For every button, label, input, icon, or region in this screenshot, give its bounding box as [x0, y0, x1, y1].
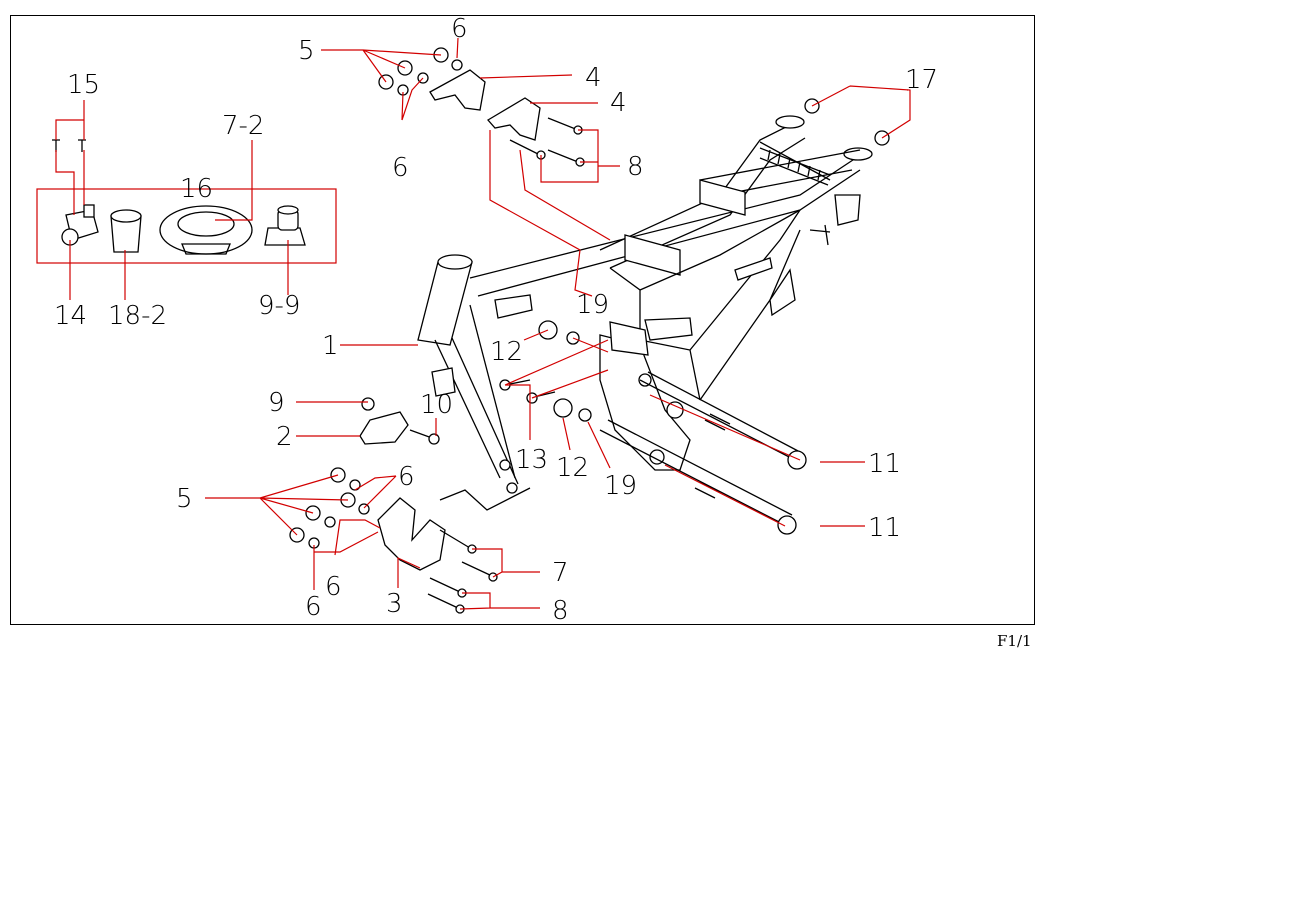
- callout-3: 3: [386, 589, 403, 619]
- callout-14: 14: [54, 301, 87, 331]
- callout-8-lower: 8: [552, 596, 569, 626]
- callout-15: 15: [67, 70, 100, 100]
- callout-8-top: 8: [627, 152, 644, 182]
- callout-11-upper: 11: [868, 449, 901, 479]
- inset-lock-set: [36, 139, 337, 264]
- callout-12-upper: 12: [490, 337, 523, 367]
- leader-lines: [55, 37, 911, 610]
- callout-7-2: 7-2: [222, 111, 264, 141]
- callout-9: 9: [268, 388, 285, 418]
- callout-10: 10: [420, 390, 453, 420]
- callout-2: 2: [276, 422, 293, 452]
- callout-19-lower: 19: [604, 471, 637, 501]
- callout-6-lower-b: 6: [325, 572, 342, 602]
- callout-5-lower: 5: [176, 484, 193, 514]
- motorcycle-frame: [417, 115, 873, 511]
- callout-6-top: 6: [451, 14, 468, 44]
- callout-labels: 5 6 6 4 4 8 17 15 7-2 16 14 18-2 9-9 19 …: [54, 14, 938, 626]
- callout-16: 16: [180, 174, 213, 204]
- callout-9-9: 9-9: [258, 291, 300, 321]
- callout-7: 7: [552, 558, 569, 588]
- callout-18-2: 18-2: [108, 301, 167, 331]
- callout-1: 1: [322, 331, 339, 361]
- callout-13: 13: [515, 445, 548, 475]
- callout-6-lower-a: 6: [398, 462, 415, 492]
- callout-17: 17: [905, 65, 938, 95]
- callout-6-lower-c: 6: [305, 592, 322, 622]
- diagram-frame: [10, 15, 1035, 625]
- callout-11-lower: 11: [868, 513, 901, 543]
- sheet-id: F1/1: [997, 632, 1032, 650]
- callout-19-upper: 19: [576, 290, 609, 320]
- callout-4-lower: 4: [610, 88, 627, 118]
- callout-12-lower: 12: [556, 453, 589, 483]
- callout-4-upper: 4: [585, 63, 602, 93]
- callout-5-top: 5: [298, 36, 315, 66]
- callout-6-top-lower: 6: [392, 153, 409, 183]
